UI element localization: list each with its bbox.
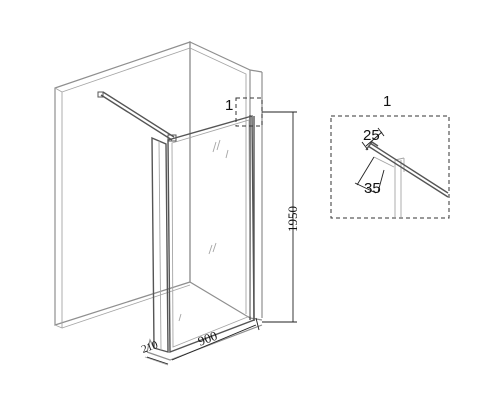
- detail-dim-side-value: 35: [364, 180, 381, 197]
- height-value: 1950: [285, 206, 300, 232]
- glass-panel: [167, 115, 255, 354]
- detail-label: 1: [383, 93, 391, 110]
- stabilizer-bar: [97, 91, 177, 142]
- depth-value: 210: [140, 339, 160, 356]
- callout-label: 1: [225, 97, 233, 114]
- side-wall: [189, 41, 263, 321]
- width-value: 900: [196, 328, 220, 349]
- width-dimension: 900: [171, 317, 260, 361]
- detail-dim-top-value: 25: [363, 127, 380, 144]
- detail-bar: [365, 141, 449, 198]
- detail-dim-top: 25: [361, 127, 385, 151]
- side-panel: [151, 136, 169, 353]
- detail-callout-box: 1: [225, 97, 263, 127]
- depth-dimension: 210: [140, 339, 169, 365]
- floor-base: [144, 324, 263, 366]
- detail-dim-side: 35: [354, 156, 385, 197]
- detail-view: 1 25 35: [330, 93, 450, 219]
- height-dimension: 1950: [262, 111, 300, 323]
- glass-reflections: [178, 139, 229, 322]
